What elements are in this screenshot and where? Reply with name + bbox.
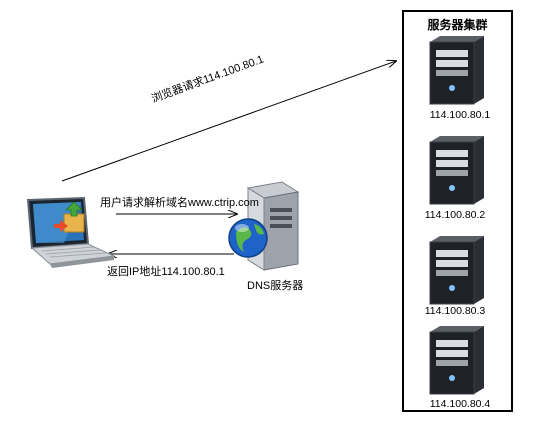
- server-cluster-box: 服务器集群: [402, 10, 513, 412]
- dns-server-globe-icon: [228, 181, 300, 271]
- dns-query-label: 用户请求解析域名www.ctrip.com: [100, 197, 259, 209]
- server-ip-2: 114.100.80.2: [424, 209, 486, 221]
- tower-server-icon: [429, 326, 484, 395]
- browser-request-arrow: [61, 61, 396, 182]
- tower-server-icon: [429, 36, 484, 105]
- server-ip-4: 114.100.80.4: [429, 398, 491, 410]
- server-ip-3: 114.100.80.3: [424, 305, 486, 317]
- tower-server-icon: [429, 136, 484, 205]
- laptop-icon: [26, 196, 116, 268]
- dns-server-label: DNS服务器: [247, 280, 304, 292]
- tower-server-icon: [429, 236, 484, 305]
- dns-reply-label: 返回IP地址114.100.80.1: [107, 266, 225, 278]
- cluster-title: 服务器集群: [427, 18, 488, 32]
- server-ip-1: 114.100.80.1: [429, 109, 491, 121]
